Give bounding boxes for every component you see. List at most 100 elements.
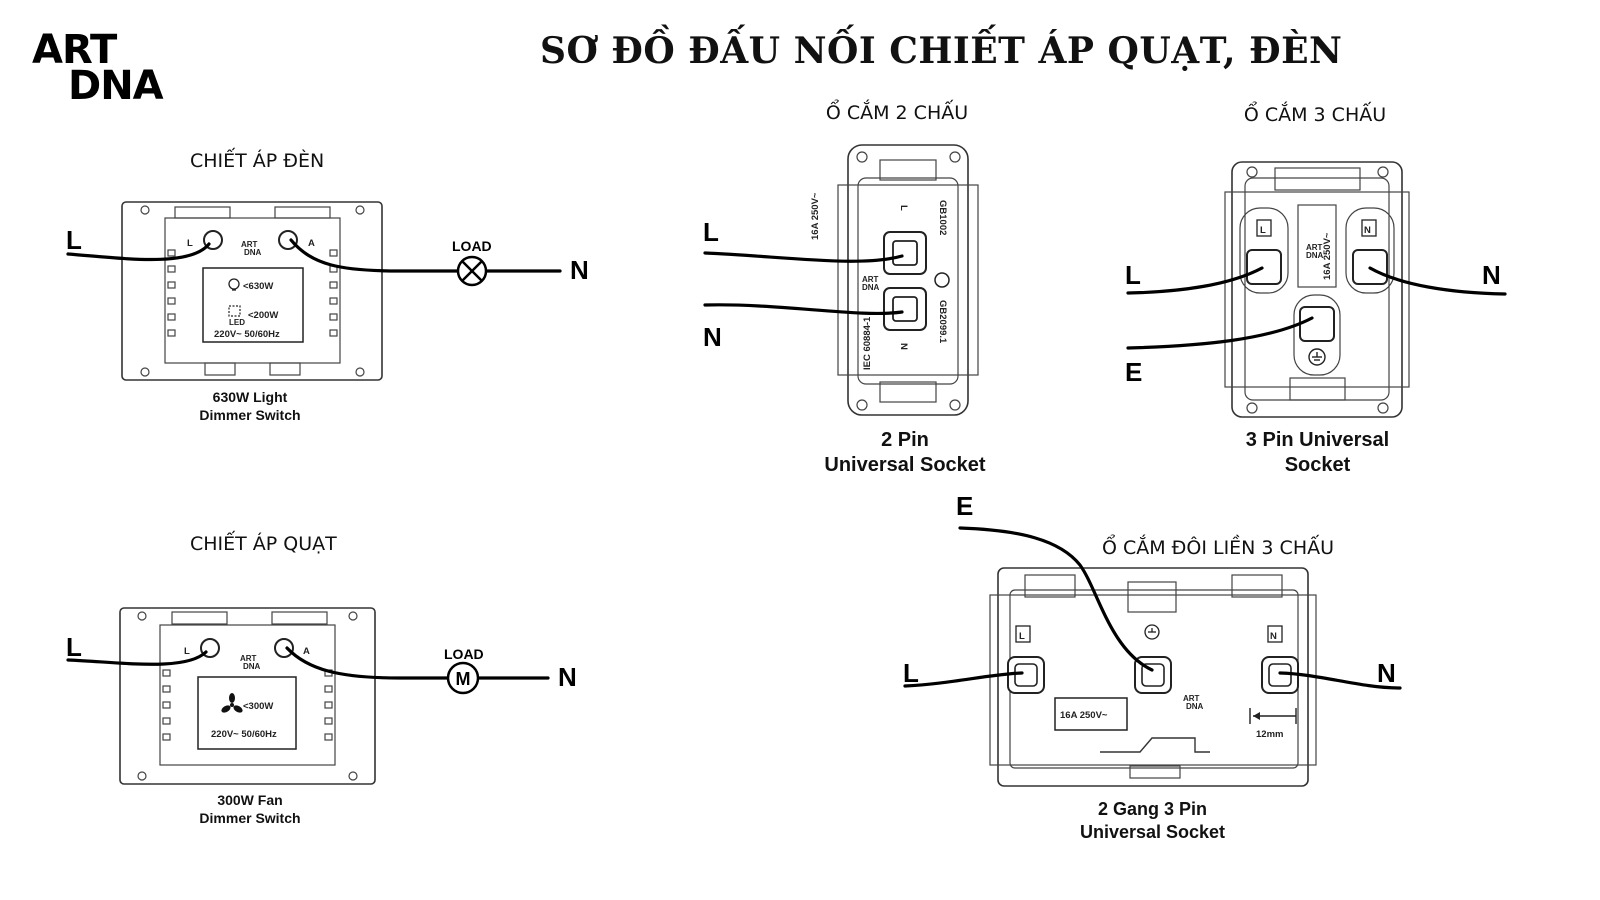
socket-3pin-terminal-l-label: L (1260, 225, 1266, 236)
socket-double-bottom-clip (1129, 765, 1181, 779)
socket-2pin-code-right: GB1002 (937, 200, 948, 235)
light-dimmer-load-label: LOAD (452, 238, 492, 254)
socket-3pin-caption-line1: 3 Pin Universal (1245, 429, 1390, 451)
socket-3pin-mini-logo-2: DNA (1306, 251, 1324, 260)
socket-double-wire-l-label: L (903, 658, 919, 688)
light-dimmer-clip (204, 362, 236, 376)
socket-3pin-side (1224, 191, 1410, 388)
light-dimmer-wire-l-label: L (66, 225, 82, 255)
socket-double-clip (1127, 581, 1177, 613)
socket-3pin-rating: 16A 250V~ (1322, 232, 1333, 280)
socket-double-clip (1024, 574, 1076, 598)
socket-3pin-n-mark-box (1361, 219, 1377, 237)
socket-2pin-bottom-clip (879, 381, 937, 403)
brand-logo: ART DNA (30, 30, 180, 110)
socket-2pin-wire-l-label: L (703, 217, 719, 247)
fan-dimmer-mini-logo-1: ART (240, 654, 257, 663)
socket-2pin-terminal-n-screw (892, 296, 918, 322)
fan-dimmer-terminal-a (274, 638, 294, 658)
socket-double-terminal-n-label: N (1270, 631, 1277, 642)
light-dimmer-caption-line2: Dimmer Switch (199, 406, 301, 423)
light-dimmer-caption: 630W Light Dimmer Switch (180, 389, 320, 424)
strip-length-arrow-icon (1249, 708, 1297, 724)
light-dimmer-wire-n-label: N (570, 255, 589, 285)
light-dimmer-wire-l (66, 242, 211, 262)
socket-double-terminal-e-screw (1141, 663, 1165, 687)
socket-2pin-body (837, 184, 979, 376)
socket-2pin-code-left: IEC 60884-1 (862, 316, 873, 370)
socket-2pin-diagram: L N 16A 250V~ GB1002 IEC 60884-1 GB2099.… (703, 144, 979, 416)
socket-3pin-wire-n-label: N (1482, 260, 1501, 290)
socket-2pin-top-clip (879, 159, 937, 181)
socket-double-wire-e-label: E (956, 491, 973, 521)
socket-2pin-terminal-n-label: N (898, 343, 909, 350)
socket-3pin-top-clip (1274, 167, 1361, 191)
socket-double-mini-logo-2: DNA (1186, 702, 1204, 711)
light-dimmer-rating-led: <200W (248, 310, 278, 321)
page-title: SƠ ĐỒ ĐẤU NỐI CHIẾT ÁP QUẠT, ĐÈN (540, 30, 1343, 72)
light-dimmer-label-plate (202, 267, 304, 343)
fan-dimmer-diagram: L A ART DNA <300W 220V~ 50/60Hz M L N LO… (66, 607, 577, 785)
light-dimmer-mini-logo-1: ART (241, 240, 258, 249)
light-dimmer-clip (269, 362, 301, 376)
fan-dimmer-wire-l-label: L (66, 632, 82, 662)
socket-double-rating-plate (1054, 697, 1128, 731)
socket-double-side (989, 594, 1317, 766)
light-dimmer-voltage: 220V~ 50/60Hz (214, 329, 280, 340)
light-dimmer-terminal-l-label: L (187, 238, 193, 249)
socket-double-caption-line2: Universal Socket (1079, 821, 1226, 842)
socket-3pin-wire-e-label: E (1125, 357, 1142, 387)
socket-double-wire-n-label: N (1377, 658, 1396, 688)
certification-mark-icon (934, 272, 950, 288)
socket-double-n-mark-box (1267, 625, 1283, 643)
fan-dimmer-wire-load (285, 646, 449, 680)
light-dimmer-vents (167, 249, 338, 337)
fan-dimmer-clip (171, 611, 228, 625)
fan-dimmer-terminal-a-label: A (303, 646, 310, 657)
fan-dimmer-rating: <300W (243, 701, 273, 712)
led-icon (228, 305, 241, 317)
socket-2pin-caption-line1: 2 Pin (881, 429, 929, 451)
socket-3pin-screws (1246, 166, 1389, 414)
bulb-icon (228, 278, 240, 291)
socket-2pin-wire-n-label: N (703, 322, 722, 352)
fan-dimmer-caption: 300W Fan Dimmer Switch (180, 792, 320, 827)
socket-2pin-wire-l (703, 251, 904, 263)
socket-2pin-terminal-l (883, 231, 927, 275)
light-dimmer-clip (174, 206, 231, 219)
light-dimmer-body (164, 217, 341, 364)
light-dimmer-wire-load (289, 238, 460, 273)
socket-3pin-wire-n (1368, 266, 1507, 296)
socket-3pin-e-housing (1293, 294, 1341, 376)
socket-double-ridge (1100, 737, 1210, 753)
fan-dimmer-heading: CHIẾT ÁP QUẠT (190, 533, 337, 555)
socket-3pin-wire-e (1126, 316, 1314, 350)
socket-double-clip (1231, 574, 1283, 598)
socket-3pin-l-housing (1239, 207, 1289, 294)
light-dimmer-terminal-a-label: A (308, 238, 315, 249)
socket-3pin-terminal-n-label: N (1364, 225, 1371, 236)
socket-3pin-frame (1231, 161, 1403, 418)
socket-double-diagram: L N 16A 250V~ ART DNA 12mm L N E (903, 491, 1402, 787)
logo-line-2: DNA (68, 63, 164, 109)
fan-dimmer-caption-line2: Dimmer Switch (199, 809, 301, 826)
light-dimmer-heading: CHIẾT ÁP ĐÈN (190, 150, 325, 172)
socket-double-wire-e (958, 526, 1154, 672)
socket-double-terminal-l-screw (1014, 663, 1038, 687)
fan-dimmer-voltage: 220V~ 50/60Hz (211, 729, 277, 740)
socket-3pin-n-housing (1345, 207, 1395, 294)
socket-double-rating: 16A 250V~ (1060, 710, 1108, 721)
socket-2pin-caption: 2 Pin Universal Socket (805, 428, 1005, 478)
socket-double-strip-length: 12mm (1256, 729, 1283, 740)
fan-dimmer-caption-line1: 300W Fan (217, 792, 283, 808)
socket-2pin-code-bottom: GB2099.1 (937, 300, 948, 344)
fan-dimmer-motor-symbol: M (456, 669, 471, 689)
earth-ground-icon (1144, 624, 1160, 640)
fan-dimmer-label-plate (197, 676, 297, 750)
socket-2pin-terminal-l-label: L (898, 205, 909, 211)
fan-dimmer-body (159, 624, 336, 766)
logo-line-1: ART (32, 27, 117, 73)
earth-ground-icon (1308, 348, 1326, 366)
socket-3pin-diagram: L N 16A 250V~ ART DNA L N E (1125, 161, 1507, 418)
socket-2pin-mini-logo-1: ART (862, 275, 879, 284)
